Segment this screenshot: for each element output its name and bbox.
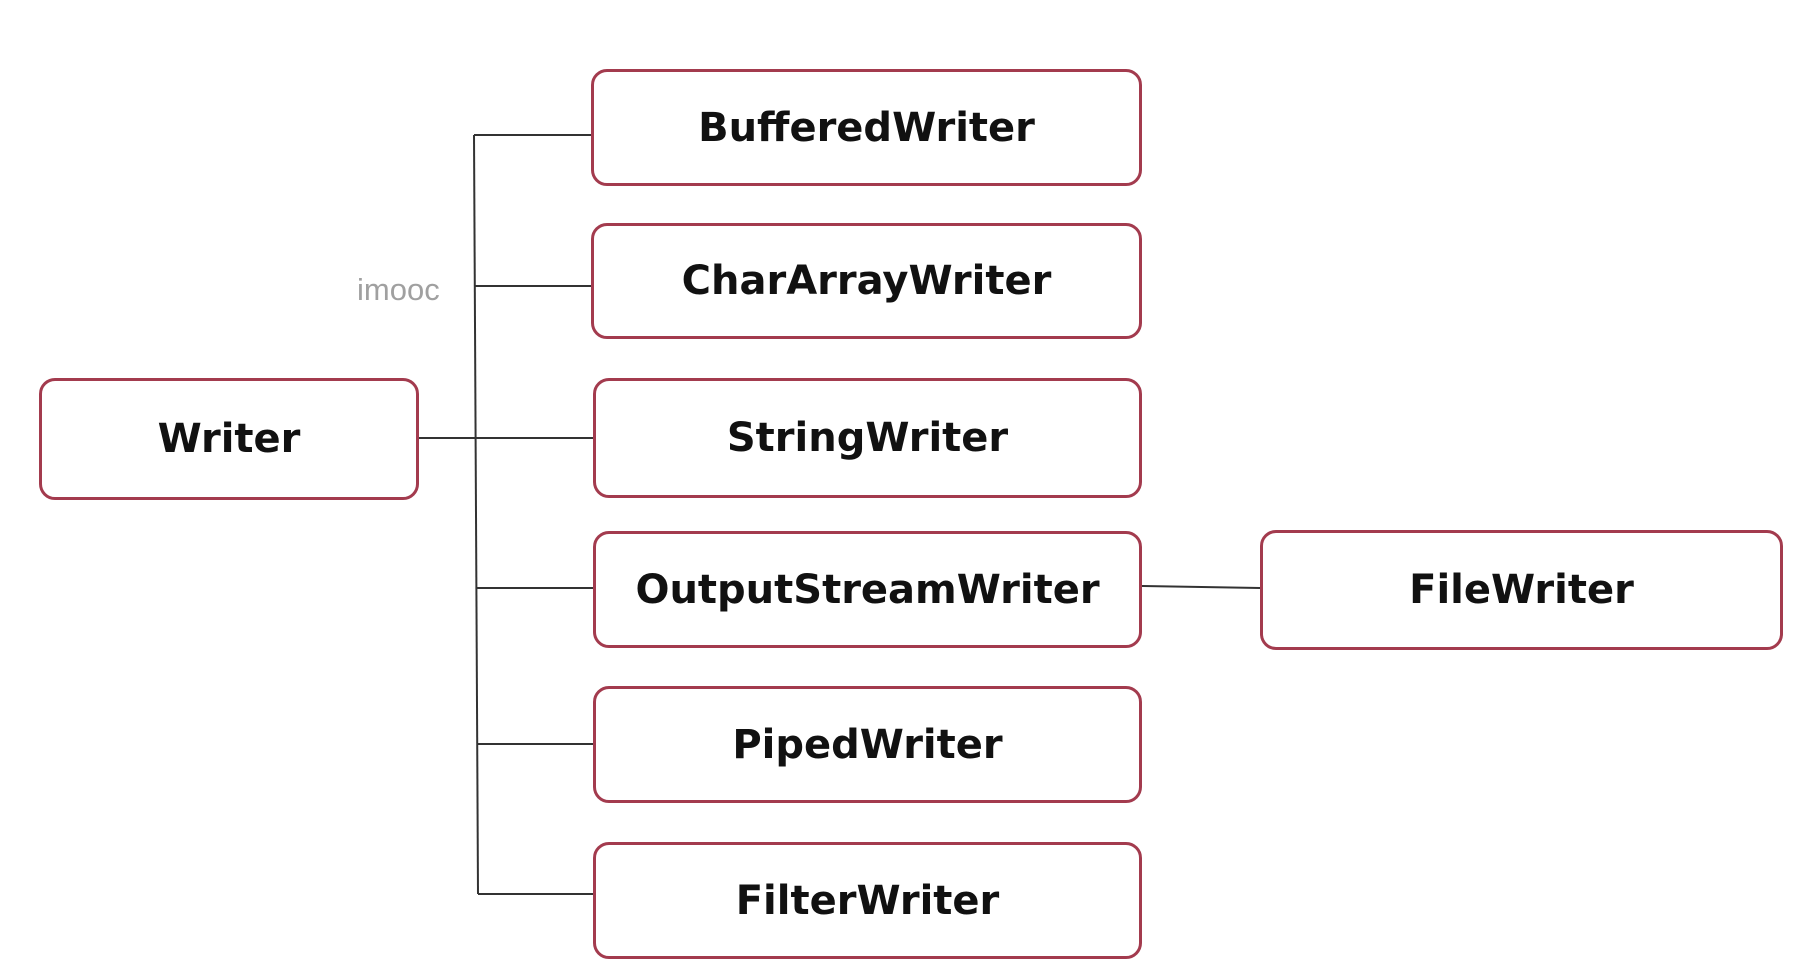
branch-filewriter — [1141, 585, 1261, 589]
node-pipedwriter: PipedWriter — [593, 686, 1142, 803]
node-filterwriter: FilterWriter — [593, 842, 1142, 959]
trunk-line — [473, 134, 479, 895]
watermark-text: imooc — [357, 272, 440, 307]
node-chararraywriter: CharArrayWriter — [591, 223, 1142, 339]
node-writer: Writer — [39, 378, 419, 500]
node-bufferedwriter: BufferedWriter — [591, 69, 1142, 186]
node-stringwriter: StringWriter — [593, 378, 1142, 498]
node-outputstreamwriter: OutputStreamWriter — [593, 531, 1142, 648]
node-filewriter: FileWriter — [1260, 530, 1783, 650]
